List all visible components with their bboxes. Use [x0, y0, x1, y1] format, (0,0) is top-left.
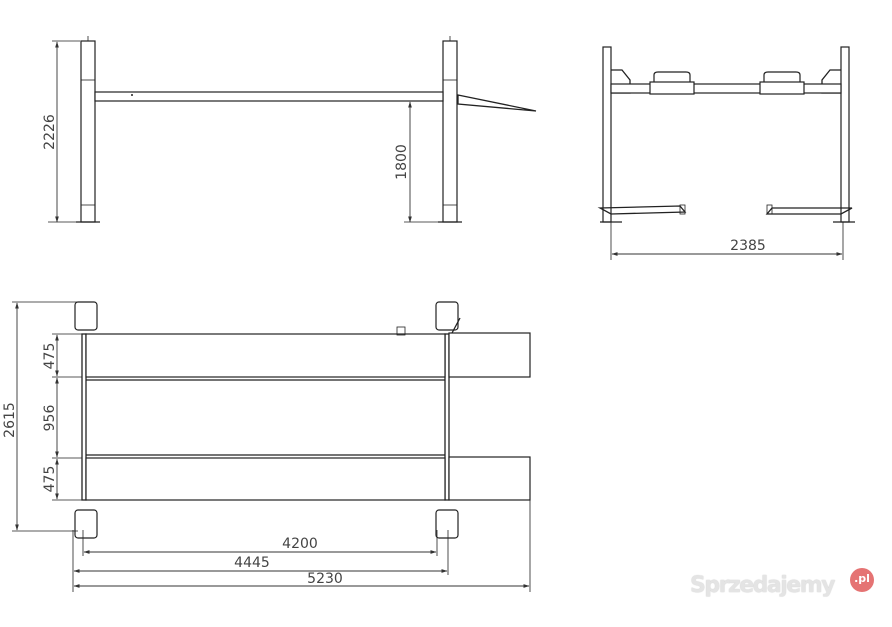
dim-1800: 1800: [394, 144, 410, 180]
left-arm: [597, 205, 687, 215]
runway-1: [85, 333, 446, 378]
watermark-badge: .pl: [850, 568, 874, 592]
runway-2: [85, 457, 446, 501]
dim-2226: 2226: [42, 114, 58, 150]
dim-4200: 4200: [282, 536, 318, 552]
post-top-left: [74, 301, 98, 331]
dim-4445: 4445: [234, 555, 270, 571]
top-view: 2615 475 956 475 4200 4445 5230: [2, 301, 531, 592]
post-top-right: [435, 301, 459, 331]
post-bottom-right: [435, 509, 459, 539]
side-rail-right: [444, 333, 450, 501]
ramp-2: [448, 456, 531, 501]
dim-2385: 2385: [730, 238, 766, 254]
front-view: 2385: [597, 46, 855, 260]
right-post: [442, 40, 458, 223]
watermark-logo: Sprzedajemy: [690, 573, 836, 598]
crossbeam: [610, 83, 842, 94]
left-post: [602, 46, 612, 223]
side-view: 2226 1800: [42, 36, 537, 223]
post-bottom-left: [74, 509, 98, 539]
dim-956: 956: [42, 405, 58, 432]
pad: [763, 71, 801, 82]
side-rail-left: [81, 333, 87, 501]
right-arm: [765, 207, 853, 215]
dim-475-top: 475: [42, 343, 58, 370]
pad: [653, 71, 691, 82]
right-post: [840, 46, 850, 223]
dim-2615: 2615: [2, 402, 18, 438]
runway-beam: [94, 91, 444, 102]
dim-5230: 5230: [307, 571, 343, 587]
approach-ramp: [457, 94, 537, 112]
left-post: [80, 40, 96, 223]
control-box: [396, 326, 406, 336]
ramp-1: [448, 332, 531, 378]
dim-475-bottom: 475: [42, 466, 58, 493]
